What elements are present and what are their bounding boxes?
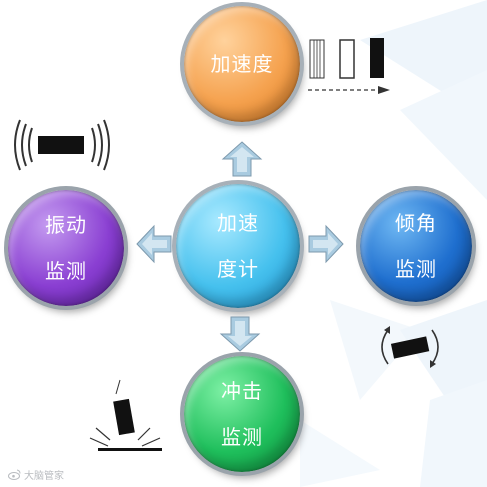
node-tilt-monitoring: 倾角 监测 [356,186,476,306]
weibo-icon [8,469,21,480]
node-accelerometer-line2: 度计 [217,257,259,281]
node-vibration-monitoring: 振动 监测 [4,186,128,310]
acceleration-bars-icon [308,38,390,94]
node-vibration-line2: 监测 [45,259,87,283]
node-tilt-line2: 监测 [395,257,437,281]
shock-impact-icon [89,379,162,451]
node-accelerometer: 加速 度计 [172,180,304,312]
arrow-down-icon [219,316,261,352]
node-shock-line2: 监测 [221,425,263,449]
node-tilt-line1: 倾角 [395,211,437,235]
tilt-rotation-icon [381,326,439,368]
arrow-right-icon [308,224,344,264]
node-accelerometer-line1: 加速 [217,211,259,235]
watermark: 大脑管家 [8,467,64,482]
node-acceleration: 加速度 [180,2,304,126]
node-shock-monitoring: 冲击 监测 [180,352,304,476]
arrow-left-icon [136,224,172,264]
node-shock-line1: 冲击 [221,379,263,403]
vibration-icon [14,119,110,171]
arrow-up-icon [221,141,263,177]
node-acceleration-label: 加速度 [210,52,274,76]
node-vibration-line1: 振动 [45,213,87,237]
watermark-text: 大脑管家 [24,471,64,482]
